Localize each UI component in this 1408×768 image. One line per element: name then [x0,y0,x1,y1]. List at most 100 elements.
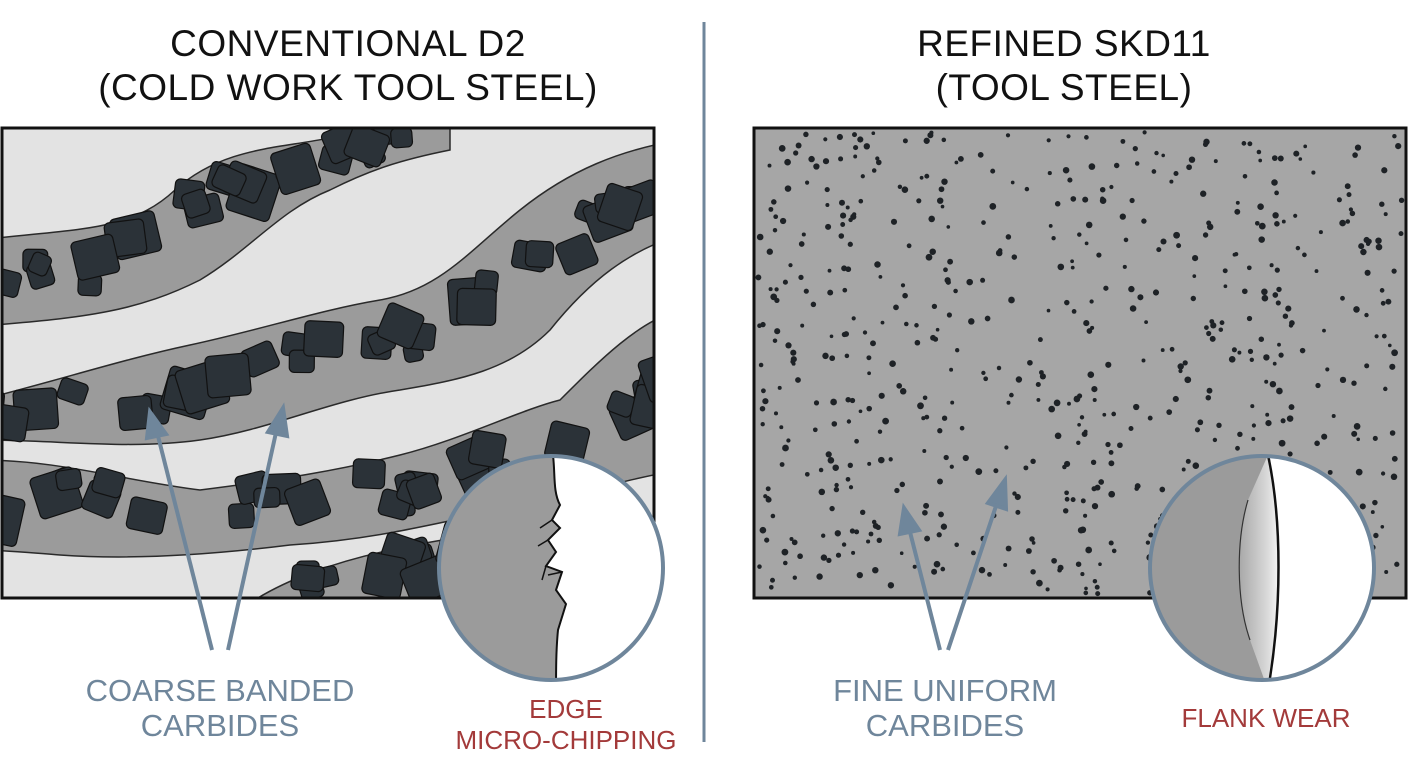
fine-carbide [1353,306,1360,313]
fine-carbide [931,303,938,310]
fine-carbide [1084,586,1088,591]
fine-carbide [877,429,883,434]
fine-carbide [940,204,945,209]
fine-carbide [1315,382,1321,389]
fine-carbide [771,199,777,205]
fine-carbide [878,275,883,279]
fine-carbide [838,156,844,162]
left-title-line1: CONVENTIONAL D2 [170,23,526,64]
fine-carbide [763,494,768,499]
fine-carbide [904,321,909,327]
fine-carbide [1079,415,1085,420]
fine-carbide [845,396,851,403]
fine-carbide [1036,579,1043,587]
fine-carbide [826,557,832,564]
fine-carbide [1077,422,1081,427]
fine-carbide [1370,510,1375,515]
fine-carbide [1006,400,1011,405]
fine-carbide [949,367,954,372]
fine-carbide [1133,403,1140,411]
fine-carbide [878,392,885,399]
fine-carbide [890,218,898,225]
fine-carbide [1087,371,1095,379]
fine-carbide [943,267,948,273]
fine-carbide [1005,234,1012,240]
fine-carbide [823,137,828,142]
fine-carbide [1271,179,1278,186]
fine-carbide [1134,486,1139,491]
fine-carbide [1258,222,1266,230]
fine-carbide [1272,361,1277,366]
fine-carbide [1209,335,1216,342]
fine-carbide [1383,212,1388,217]
fine-carbide [1223,284,1228,289]
coarse-carbide-label-line2: CARBIDES [140,708,300,743]
fine-carbide [1085,221,1093,229]
fine-carbide [1210,322,1217,329]
fine-carbide [893,304,899,311]
fine-carbide [825,223,832,230]
fine-carbide [1246,315,1253,322]
fine-carbide [889,360,896,368]
fine-carbide [770,577,775,583]
fine-carbide [1200,190,1207,197]
fine-carbide [1231,347,1237,353]
fine-carbide [784,185,792,192]
fine-carbide [1057,567,1062,573]
fine-carbide [858,198,864,204]
fine-carbide [1024,186,1030,192]
fine-carbide [1134,161,1140,166]
fine-carbide [1105,361,1112,368]
fine-carbide [1299,347,1306,354]
fine-carbide [924,414,930,420]
fine-carbide-label: FINE UNIFORM CARBIDES [800,673,1090,743]
fine-carbide [758,362,764,368]
fine-carbide [1023,465,1029,471]
left-title-line2: (COLD WORK TOOL STEEL) [98,67,598,108]
fine-carbide [1083,513,1088,518]
fine-carbide [930,334,936,341]
fine-carbide [1064,490,1069,496]
coarse-carbide [27,251,52,277]
fine-carbide [858,409,863,414]
coarse-carbide [283,478,332,526]
fine-carbide [871,131,876,136]
fine-carbide [824,187,830,193]
fine-carbide [791,539,798,546]
fine-carbide [797,553,803,560]
fine-carbide [805,180,810,185]
fine-carbide [785,342,792,349]
fine-carbide [1202,232,1209,238]
coarse-carbide [351,458,386,490]
fine-carbide [919,175,924,180]
fine-carbide [921,416,926,421]
fine-carbide [833,486,840,493]
fine-carbide [1380,525,1385,529]
fine-carbide [1185,458,1191,464]
fine-carbide [1005,545,1012,552]
fine-carbide [818,467,824,473]
fine-carbide [1071,309,1077,314]
fine-carbide [1148,532,1154,538]
fine-carbide [760,422,765,427]
fine-carbide [1235,445,1240,451]
fine-carbide [1080,498,1086,504]
fine-carbide [1358,243,1365,250]
fine-carbide [1256,149,1262,155]
left-title: CONVENTIONAL D2 (COLD WORK TOOL STEEL) [18,22,678,110]
fine-carbide [757,323,762,329]
flank-wear-inset [1148,454,1376,682]
fine-carbide [1206,330,1212,337]
fine-carbide [1205,394,1212,401]
coarse-carbide [270,142,322,196]
fine-carbide [1345,219,1351,224]
fine-carbide [1218,327,1224,332]
coarse-carbide [117,394,154,432]
fine-carbide [820,554,828,561]
fine-carbide [813,163,820,170]
fine-carbide [765,496,772,503]
fine-carbide [894,487,900,494]
fine-carbide [1206,387,1213,394]
fine-carbide [845,476,851,482]
fine-carbide [1045,587,1050,592]
